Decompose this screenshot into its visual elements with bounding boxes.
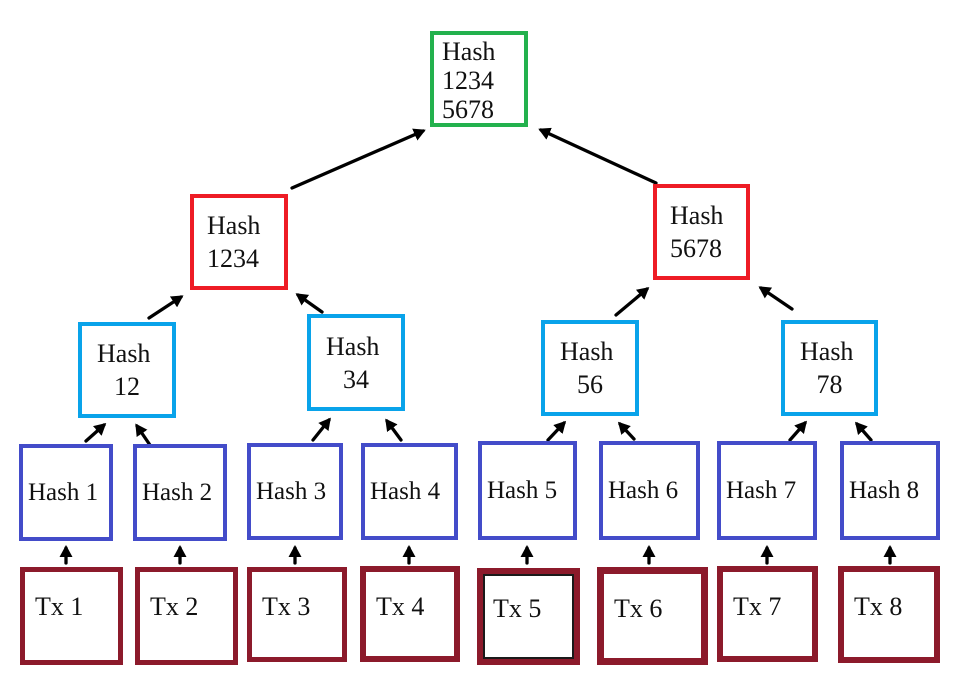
hash-12-node: Hash 12 (78, 322, 176, 418)
tx-8-node: Tx 8 (838, 566, 940, 663)
arrow-hash7-hash78 (788, 420, 807, 442)
arrow-hash4-hash34 (385, 418, 403, 442)
arrow-hash8-hash78 (855, 421, 873, 442)
hash-5-node: Hash 5 (478, 441, 577, 540)
arrow-hash5-hash56 (546, 420, 567, 442)
hash-34-label: Hash (326, 331, 380, 361)
hash-3-node: Hash 3 (247, 443, 343, 540)
hash-56-value: 56 (577, 370, 603, 399)
arrow-hash1234-root (290, 128, 426, 190)
tx-7-node: Tx 7 (717, 566, 818, 662)
root-hash-node: Hash 1234 5678 (430, 31, 528, 127)
hash-8-node: Hash 8 (840, 441, 940, 540)
hash-6-node: Hash 6 (599, 441, 700, 540)
arrow-hash12-hash1234 (147, 295, 184, 320)
arrow-hash56-hash5678 (614, 287, 650, 317)
arrow-hash34-hash1234 (295, 293, 324, 314)
tx-1-node: Tx 1 (20, 567, 123, 665)
hash-12-label: Hash (97, 339, 151, 368)
arrow-hash3-hash34 (311, 417, 331, 442)
hash-34-value: 34 (343, 364, 369, 394)
tx-2-node: Tx 2 (135, 567, 238, 665)
hash-5678-node: Hash 5678 (653, 184, 750, 280)
hash-2-node: Hash 2 (133, 444, 227, 541)
hash-56-node: Hash 56 (541, 320, 639, 416)
hash-78-node: Hash 78 (781, 320, 878, 416)
hash-1234-node: Hash 1234 (190, 194, 288, 290)
hash-1-node: Hash 1 (19, 444, 113, 541)
tx-5-node: Tx 5 (477, 568, 580, 665)
hash-56-label: Hash (560, 337, 614, 366)
hash-7-node: Hash 7 (717, 441, 817, 540)
arrow-hash5678-root (538, 127, 658, 185)
hash-78-label: Hash (800, 337, 854, 366)
tx-6-node: Tx 6 (597, 567, 708, 665)
arrow-hash1-hash12 (84, 423, 107, 443)
tx-3-node: Tx 3 (247, 567, 347, 662)
arrow-hash78-hash5678 (758, 286, 794, 311)
hash-4-node: Hash 4 (361, 443, 458, 540)
hash-34-node: Hash 34 (307, 314, 405, 411)
hash-12-value: 12 (114, 372, 140, 401)
tx-4-node: Tx 4 (360, 566, 460, 662)
hash-78-value: 78 (816, 370, 843, 399)
arrow-hash6-hash56 (617, 421, 636, 441)
